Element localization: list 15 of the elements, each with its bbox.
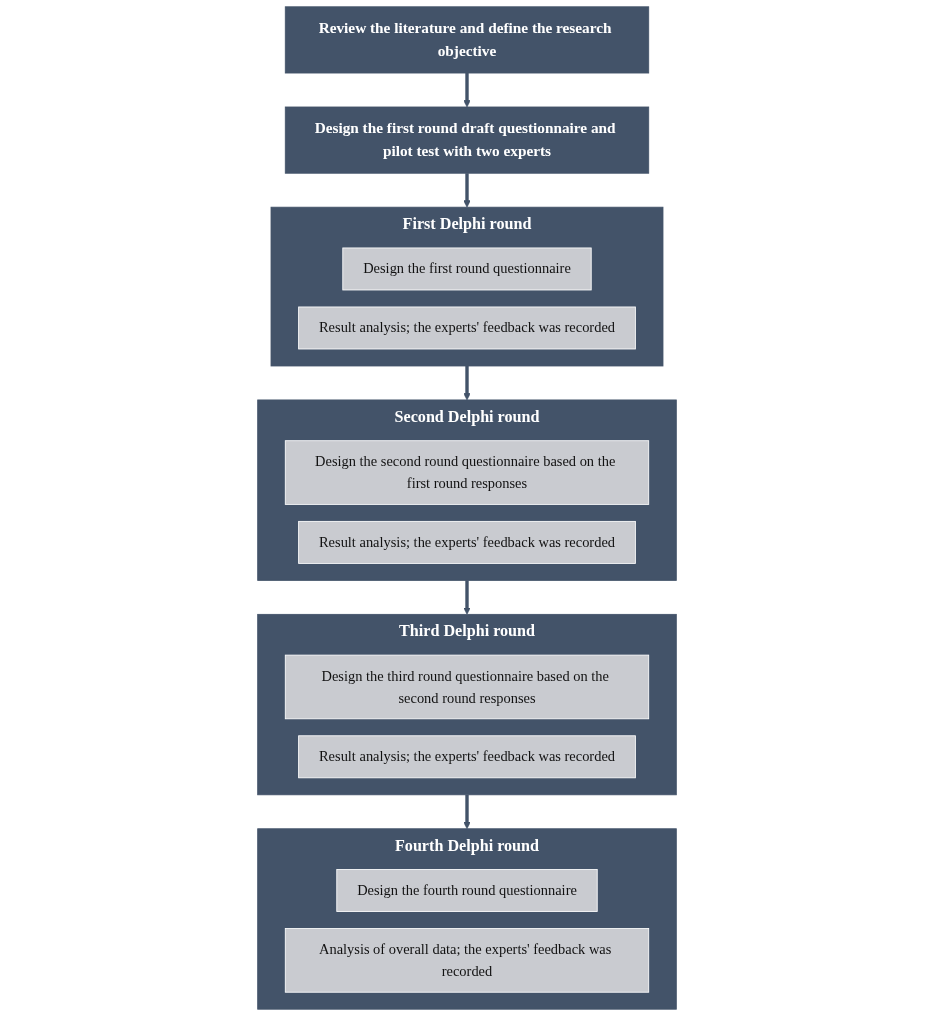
- arrow: [463, 73, 471, 108]
- arrow: [463, 173, 471, 208]
- node-box: Design the fourth round questionnaire: [336, 869, 598, 912]
- arrow: [463, 794, 471, 830]
- node-box: Design the third round questionnaire based on the second round responses: [284, 654, 650, 720]
- node-box: Design the first round draft questionnaire and pilot test with two experts: [284, 106, 650, 174]
- node-box: Result analysis; the experts' feedback was recorded: [298, 735, 636, 779]
- arrow: [463, 580, 471, 615]
- node-box: Result analysis; the experts' feedback was recorded: [298, 306, 636, 350]
- node-box: Review the literature and define the research objective: [284, 6, 650, 74]
- arrow: [463, 366, 471, 401]
- node-box: Design the second round questionnaire based on the first round responses: [284, 440, 650, 505]
- node-box: Design the first round questionnaire: [342, 247, 592, 291]
- node-box: Analysis of overall data; the experts' feedback was recorded: [284, 928, 650, 993]
- node-box: Result analysis; the experts' feedback was recorded: [298, 520, 636, 564]
